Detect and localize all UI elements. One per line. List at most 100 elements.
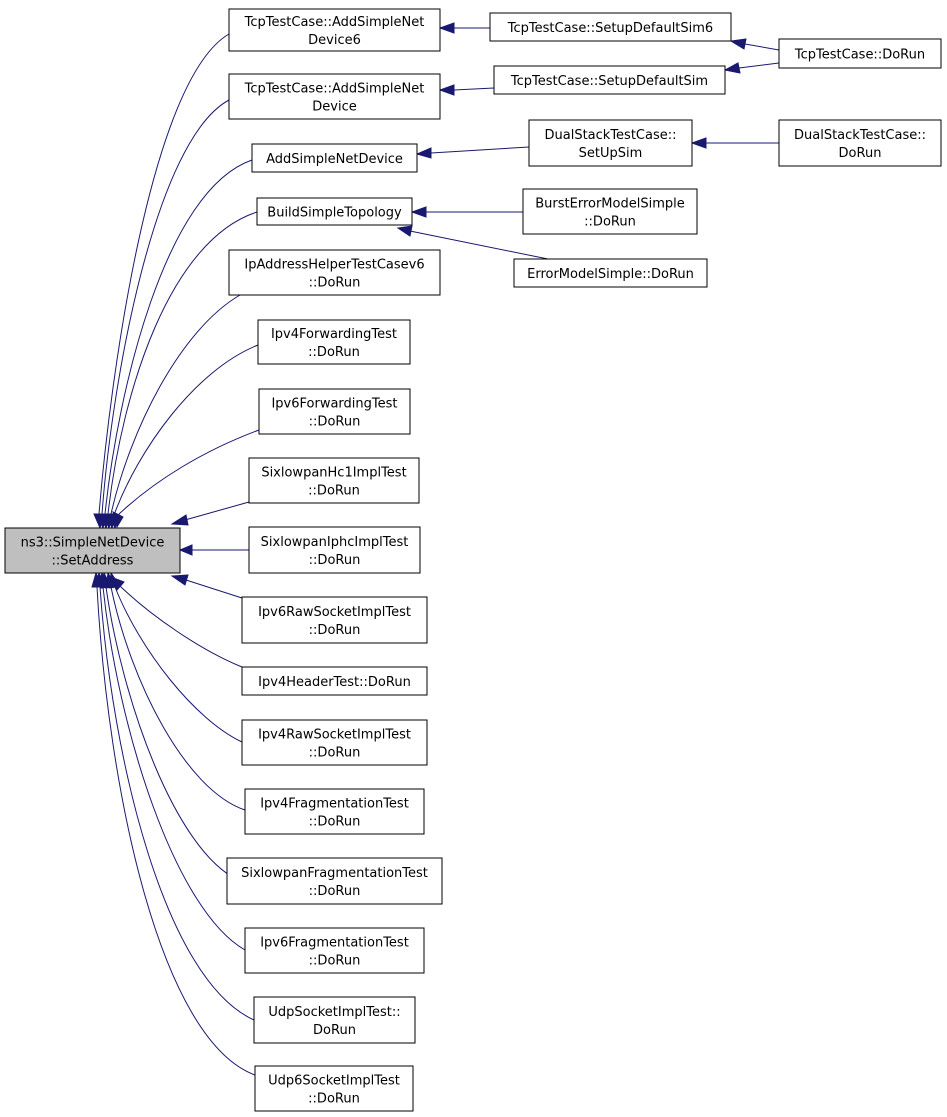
node-add-simple[interactable]: AddSimpleNetDevice: [251, 143, 418, 173]
node-label-line: Udp6SocketImplTest: [268, 1074, 400, 1089]
arrowhead-icon: [415, 147, 432, 159]
arrowhead-icon: [396, 225, 413, 237]
node-ipv6-frag[interactable]: Ipv6FragmentationTest::DoRun: [244, 927, 425, 974]
edge-line: [101, 99, 230, 515]
node-dual-setup[interactable]: DualStackTestCase::SetUpSim: [528, 119, 693, 167]
node-label-line: ::DoRun: [308, 1092, 360, 1107]
node-udp6-sock[interactable]: Udp6SocketImplTest::DoRun: [254, 1065, 414, 1112]
node-label-line: Device: [312, 100, 356, 115]
edge-line: [114, 586, 243, 743]
node-label-line: SetUpSim: [579, 146, 643, 161]
edge-tcp_dorun-to-tcp_setup6: [729, 38, 780, 51]
node-udp-sock[interactable]: UdpSocketImplTest::DoRun: [253, 996, 416, 1044]
node-label-line: DualStackTestCase::: [794, 128, 926, 143]
node-sixlo-hc1[interactable]: SixlowpanHc1ImplTest::DoRun: [248, 457, 420, 504]
node-box: [244, 788, 425, 835]
edge-line: [738, 62, 780, 69]
node-box: [256, 197, 413, 226]
node-box: [522, 188, 698, 235]
edge-ipv6_fwd-to-root: [112, 429, 260, 529]
edge-burst_err-to-build_topo: [410, 206, 523, 218]
node-label-line: ::DoRun: [309, 884, 361, 899]
arrowhead-icon: [729, 38, 747, 50]
node-tcp-setup[interactable]: TcpTestCase::SetupDefaultSim: [493, 65, 726, 95]
edge-line: [453, 87, 495, 91]
arrowhead-icon: [170, 514, 189, 526]
node-ipv4-fwd[interactable]: Ipv4ForwardingTest::DoRun: [257, 319, 411, 365]
node-label-line: ::DoRun: [309, 553, 361, 568]
node-ipv4-frag[interactable]: Ipv4FragmentationTest::DoRun: [244, 788, 425, 835]
node-err-model[interactable]: ErrorModelSimple::DoRun: [513, 258, 708, 288]
arrowhead-icon: [91, 571, 103, 588]
node-label-line: ::DoRun: [309, 954, 361, 969]
node-burst-err[interactable]: BurstErrorModelSimple::DoRun: [522, 188, 698, 235]
node-label-line: ::DoRun: [308, 484, 360, 499]
node-label-line: DoRun: [839, 146, 882, 161]
node-ipv6-raw[interactable]: Ipv6RawSocketImplTest::DoRun: [241, 596, 428, 644]
edge-line: [110, 586, 246, 811]
node-box: [251, 143, 418, 173]
node-sixlo-frag[interactable]: SixlowpanFragmentationTest::DoRun: [226, 857, 443, 905]
arrowhead-icon: [178, 544, 193, 556]
node-ipv4-hdr[interactable]: Ipv4HeaderTest::DoRun: [241, 666, 428, 696]
node-label-line: IpAddressHelperTestCasev6: [244, 258, 424, 273]
edge-line: [102, 586, 246, 951]
edge-line: [105, 586, 239, 881]
node-box: [241, 719, 428, 766]
node-label-line: Ipv6RawSocketImplTest: [258, 605, 411, 620]
node-label-line: Device6: [308, 33, 361, 48]
arrowhead-icon: [438, 84, 455, 96]
node-ipv6-fwd[interactable]: Ipv6ForwardingTest::DoRun: [258, 388, 411, 435]
node-ipv4-raw[interactable]: Ipv4RawSocketImplTest::DoRun: [241, 719, 428, 766]
node-box: [241, 596, 428, 644]
node-label-line: AddSimpleNetDevice: [266, 152, 403, 167]
edge-line: [185, 579, 243, 599]
arrowhead-icon: [410, 206, 427, 218]
edge-line: [107, 211, 258, 515]
node-box: [226, 857, 443, 905]
node-dual-dorun[interactable]: DualStackTestCase::DoRun: [778, 119, 942, 167]
node-label-line: BuildSimpleTopology: [267, 206, 402, 221]
node-label-line: Ipv4FragmentationTest: [260, 797, 409, 812]
node-ipaddr-v6[interactable]: IpAddressHelperTestCasev6::DoRun: [228, 249, 441, 296]
node-tcp-add[interactable]: TcpTestCase::AddSimpleNetDevice: [228, 73, 441, 120]
edge-ipv6_raw-to-root: [170, 574, 243, 599]
edge-line: [117, 429, 260, 516]
node-label-line: SixlowpanFragmentationTest: [241, 866, 428, 881]
edge-ipaddr_v6-to-root: [105, 294, 241, 530]
edge-tcp_add6-to-root: [93, 33, 230, 530]
node-box: [257, 319, 411, 365]
edge-tcp_add-to-root: [96, 99, 230, 530]
node-label-line: SixlowpanHc1ImplTest: [261, 466, 406, 481]
node-label-line: ns3::SimpleNetDevice: [21, 536, 165, 551]
node-build-topo[interactable]: BuildSimpleTopology: [256, 197, 413, 226]
node-box: [489, 12, 732, 42]
node-label-line: TcpTestCase::AddSimpleNet: [244, 15, 425, 30]
node-tcp-dorun[interactable]: TcpTestCase::DoRun: [778, 38, 942, 69]
arrowhead-icon: [690, 137, 707, 149]
arrowhead-icon: [170, 574, 189, 586]
node-box: [228, 8, 441, 52]
edge-udp6_sock-to-root: [91, 571, 256, 1076]
node-label-line: UdpSocketImplTest::: [268, 1005, 400, 1020]
node-sixlo-iphc[interactable]: SixlowpanIphcImplTest::DoRun: [248, 526, 421, 574]
edge-dual_dorun-to-dual_setup: [690, 137, 779, 149]
node-label-line: ::DoRun: [308, 345, 360, 360]
node-box: [258, 388, 411, 435]
node-label-line: SixlowpanIphcImplTest: [261, 535, 409, 550]
edge-udp_sock-to-root: [94, 571, 255, 1021]
node-label-line: Ipv4ForwardingTest: [271, 327, 397, 342]
node-label-line: Ipv4RawSocketImplTest: [258, 728, 411, 743]
node-root[interactable]: ns3::SimpleNetDevice::SetAddress: [4, 527, 181, 574]
arrowhead-icon: [438, 22, 455, 34]
edge-add_simple-to-root: [99, 159, 253, 530]
node-box: [493, 65, 726, 95]
node-label-line: ::DoRun: [309, 623, 361, 638]
edge-line: [119, 585, 243, 668]
node-label-line: TcpTestCase::DoRun: [794, 48, 925, 63]
edge-tcp_setup-to-tcp_add: [438, 84, 495, 96]
node-label-line: TcpTestCase::SetupDefaultSim6: [507, 21, 713, 36]
node-tcp-setup6[interactable]: TcpTestCase::SetupDefaultSim6: [489, 12, 732, 42]
